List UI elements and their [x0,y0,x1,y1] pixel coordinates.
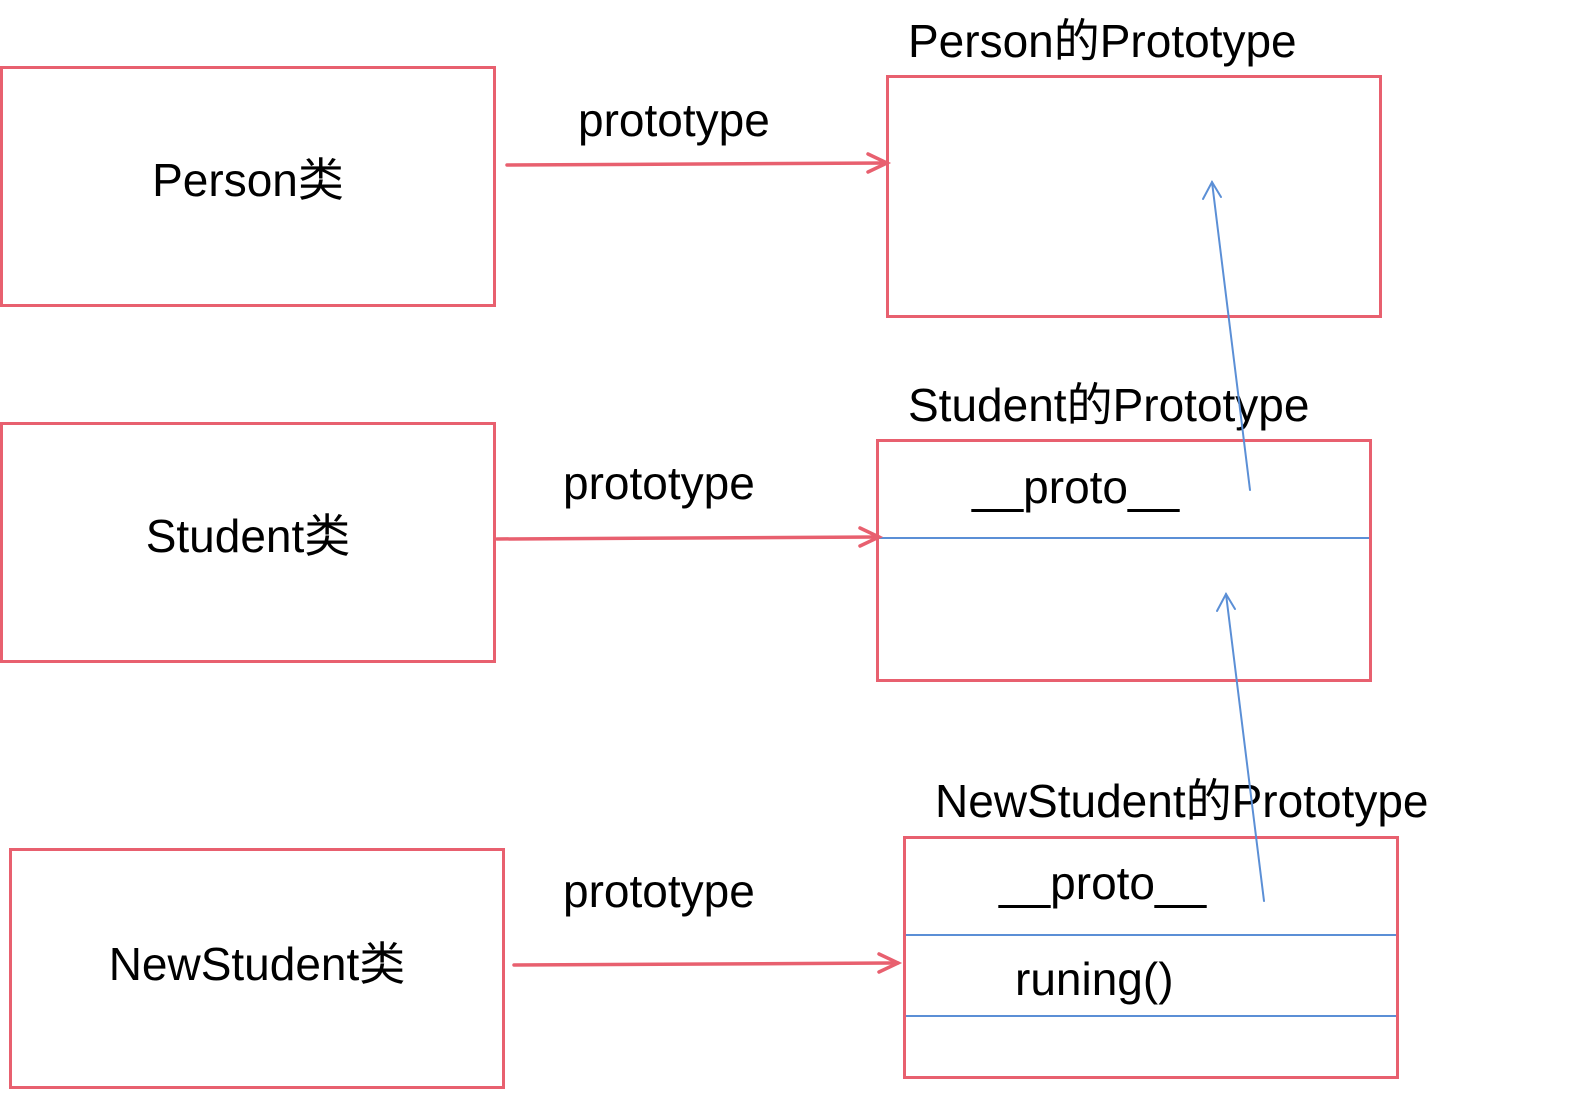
person-prototype-box [886,75,1382,318]
student-class-box: Student类 [0,422,496,663]
newstudent-prototype-arrow [512,952,903,974]
newstudent-proto-arrow [1216,591,1265,902]
newstudent-class-box: NewStudent类 [9,848,505,1089]
student-class-label: Student类 [145,510,351,562]
student-prototype-edge-label: prototype [563,457,755,509]
student-prototype-box [876,439,1372,682]
student-proto-arrow [1202,179,1251,491]
person-class-label: Person类 [152,154,344,206]
student-proto-field: __proto__ [972,461,1180,513]
newstudent-prototype-edge-label: prototype [563,865,755,917]
student-prototype-arrow [495,526,884,548]
person-prototype-edge-label: prototype [578,94,770,146]
newstudent-prototype-title: NewStudent的Prototype [935,775,1429,827]
person-class-box: Person类 [0,66,496,307]
person-prototype-arrow [505,152,892,174]
newstudent-class-label: NewStudent类 [108,938,406,990]
newstudent-proto-field: __proto__ [999,857,1207,909]
newstudent-method-runing: runing() [1015,953,1174,1005]
student-prototype-title: Student的Prototype [908,379,1310,431]
newstudent-prototype-box [903,836,1399,1079]
person-prototype-title: Person的Prototype [908,15,1297,67]
